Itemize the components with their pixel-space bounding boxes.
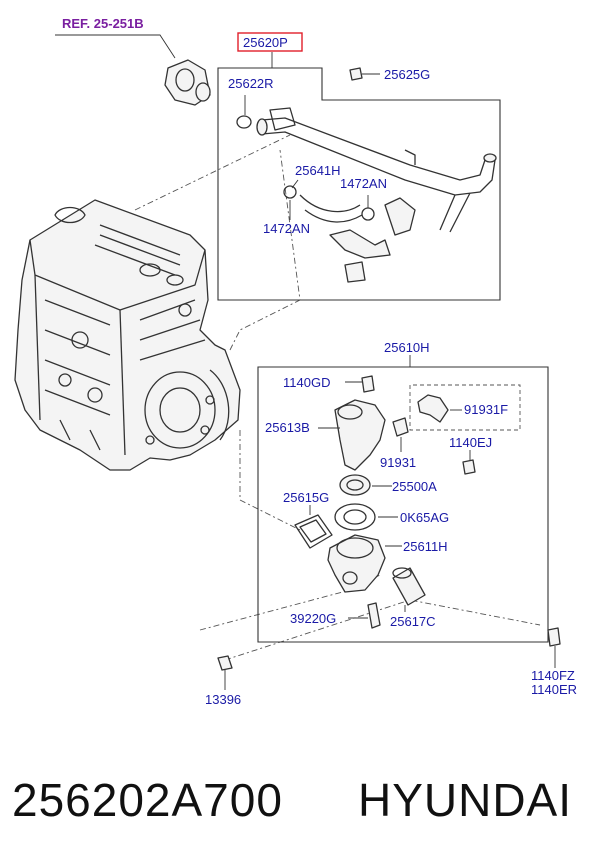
label-25617C[interactable]: 25617C xyxy=(390,614,436,629)
label-1140ER[interactable]: 1140ER xyxy=(531,682,577,697)
footer: 256202A700 HYUNDAI xyxy=(0,770,600,850)
water-pipe-drawing xyxy=(236,67,497,283)
label-0K65AG[interactable]: 0K65AG xyxy=(400,510,449,525)
engine-block-drawing xyxy=(14,199,241,471)
label-25613B[interactable]: 25613B xyxy=(265,420,310,435)
label-1140GD[interactable]: 1140GD xyxy=(283,375,330,390)
label-25610H[interactable]: 25610H xyxy=(384,340,430,355)
part-number: 256202A700 xyxy=(12,774,283,826)
parts-diagram: REF. 25-251B 25620P 25622R 25625G 25641H… xyxy=(14,16,577,707)
label-1140FZ[interactable]: 1140FZ xyxy=(531,668,575,683)
lower-assembly-box xyxy=(257,355,549,643)
label-25641H[interactable]: 25641H xyxy=(295,163,341,178)
label-25625G[interactable]: 25625G xyxy=(384,67,430,82)
label-39220G[interactable]: 39220G xyxy=(290,611,336,626)
label-13396[interactable]: 13396 xyxy=(205,692,241,707)
label-25622R[interactable]: 25622R xyxy=(228,76,274,91)
label-91931F[interactable]: 91931F xyxy=(464,402,508,417)
label-25615G[interactable]: 25615G xyxy=(283,490,329,505)
label-1472AN-b[interactable]: 1472AN xyxy=(263,221,310,236)
upper-assembly-box xyxy=(217,52,501,301)
label-25500A[interactable]: 25500A xyxy=(392,479,437,494)
ref-label[interactable]: REF. 25-251B xyxy=(62,16,144,31)
label-25620P[interactable]: 25620P xyxy=(243,35,288,50)
brand-name: HYUNDAI xyxy=(358,774,573,826)
thermostat-housing-drawing xyxy=(217,375,561,690)
label-25611H[interactable]: 25611H xyxy=(403,539,448,554)
label-1140EJ[interactable]: 1140EJ xyxy=(449,435,492,450)
highlight-box xyxy=(237,32,303,52)
label-91931[interactable]: 91931 xyxy=(380,455,416,470)
ref-fitting-drawing xyxy=(55,34,211,106)
label-1472AN-a[interactable]: 1472AN xyxy=(340,176,387,191)
